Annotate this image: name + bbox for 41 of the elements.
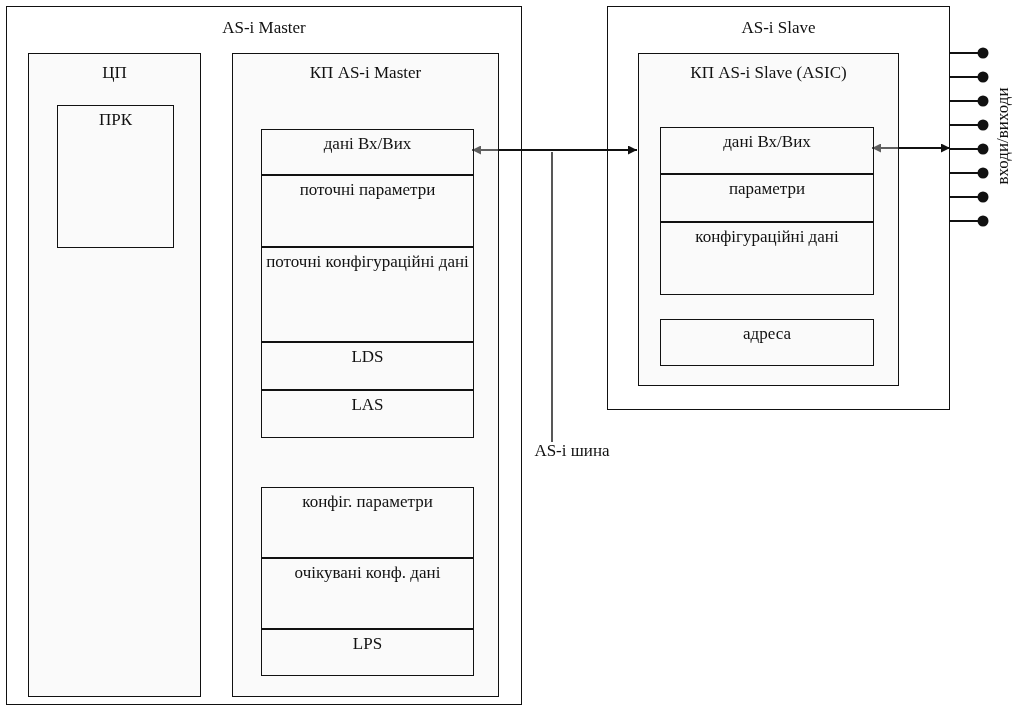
box-label: конфіг. параметри	[301, 491, 434, 513]
box-label: параметри	[727, 178, 807, 200]
memory-field-box	[660, 222, 874, 295]
box-label: AS-i Slave	[740, 17, 817, 39]
bus-arrow	[471, 145, 638, 155]
box-label: LDS	[350, 346, 385, 368]
component-box	[28, 53, 201, 697]
memory-field-box	[261, 487, 474, 558]
box-label: адреса	[742, 323, 792, 345]
box-label: очікувані конф. дані	[293, 562, 442, 584]
module-box	[607, 6, 950, 410]
memory-field-box	[660, 127, 874, 174]
memory-field-box	[261, 558, 474, 629]
memory-field-box	[261, 342, 474, 390]
io-label: входи/виходи	[993, 87, 1013, 185]
memory-field-box	[57, 105, 174, 248]
box-label: конфігураційні дані	[694, 226, 840, 248]
box-label: дані Вх/Вих	[322, 133, 413, 155]
box-label: LPS	[351, 633, 384, 655]
bus-label: AS-i шина	[533, 440, 611, 462]
memory-field-box	[261, 390, 474, 438]
box-label: поточні параметри	[298, 179, 437, 201]
memory-field-box	[660, 319, 874, 366]
box-label: ПРК	[97, 109, 134, 131]
memory-field-box	[261, 247, 474, 342]
leader-line	[551, 151, 553, 443]
box-label: КП AS-i Slave (ASIC)	[689, 62, 848, 84]
component-box	[232, 53, 499, 697]
box-label: КП AS-i Master	[308, 62, 423, 84]
memory-field-box	[261, 629, 474, 676]
memory-field-box	[261, 129, 474, 175]
memory-field-box	[660, 174, 874, 222]
box-label: дані Вх/Вих	[722, 131, 812, 153]
memory-field-box	[261, 175, 474, 247]
bus-arrow	[871, 143, 951, 153]
box-label: LAS	[350, 394, 385, 416]
box-label: AS-i Master	[221, 17, 307, 39]
component-box	[638, 53, 899, 386]
box-label: поточні конфігураційні дані	[265, 251, 470, 273]
module-box	[6, 6, 522, 705]
box-label: ЦП	[101, 62, 128, 84]
